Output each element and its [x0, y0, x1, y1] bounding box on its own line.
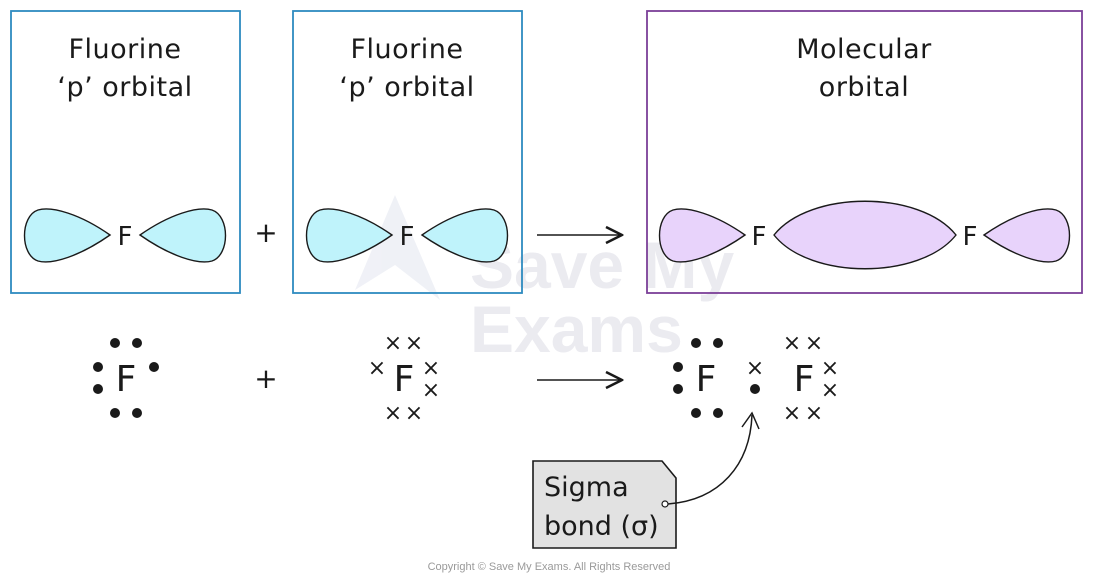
dot-cross-fluorine-dots: F: [93, 338, 159, 418]
panel-title-line2: ‘p’ orbital: [57, 72, 192, 103]
electron-dot: [132, 338, 142, 348]
panel-title-line2: orbital: [819, 72, 909, 103]
dot-cross-fluorine-crosses: F × × × × × × ×: [368, 331, 440, 426]
shared-electron-cross: ×: [746, 356, 764, 381]
atom-symbol: F: [394, 359, 415, 400]
electron-cross: ×: [384, 331, 402, 356]
dot-cross-f2-molecule: F × F × × × × × ×: [673, 331, 839, 426]
electron-cross: ×: [384, 401, 402, 426]
p-orbital-left-lobe: [23, 208, 112, 263]
molecular-orbital-left-lobe: [658, 208, 747, 263]
electron-cross: ×: [783, 401, 801, 426]
pointer-curve: [667, 414, 753, 505]
electron-cross: ×: [405, 401, 423, 426]
atom-label-right: F: [963, 222, 978, 252]
panel-border: [646, 10, 1083, 294]
electron-dot: [149, 362, 159, 372]
tag-line2: bond (σ): [544, 511, 659, 542]
panel-title-line2: ‘p’ orbital: [339, 72, 474, 103]
panel-title-line1: Molecular: [796, 34, 932, 65]
tag-shape: [532, 460, 677, 549]
plus-sign-top: +: [254, 216, 277, 249]
panel-fluorine-p-orbital-1: Fluorine ‘p’ orbital F: [10, 10, 241, 294]
p-orbital-right-lobe: [420, 208, 509, 263]
molecular-orbital-right-lobe: [982, 208, 1071, 263]
atom-label: F: [118, 222, 133, 252]
p-orbital-right-lobe: [138, 208, 227, 263]
watermark-line2: Exams: [470, 292, 683, 366]
atom-symbol-left: F: [696, 359, 717, 400]
panel-title-line1: Fluorine: [69, 34, 182, 65]
electron-cross: ×: [805, 401, 823, 426]
sigma-bond-label-tag: Sigma bond (σ): [532, 411, 760, 549]
electron-cross: ×: [783, 331, 801, 356]
electron-cross: ×: [805, 331, 823, 356]
electron-cross: ×: [821, 378, 839, 403]
electron-cross: ×: [368, 356, 386, 381]
copyright-notice: Copyright © Save My Exams. All Rights Re…: [428, 561, 671, 573]
watermark-logo-icon: [355, 195, 440, 300]
electron-cross: ×: [422, 356, 440, 381]
electron-dot: [93, 362, 103, 372]
panel-title-line1: Fluorine: [351, 34, 464, 65]
electron-dot: [713, 408, 723, 418]
electron-cross: ×: [821, 356, 839, 381]
panel-fluorine-p-orbital-2: Fluorine ‘p’ orbital F: [292, 10, 523, 294]
plus-sign-bottom: +: [254, 362, 277, 395]
electron-dot: [691, 338, 701, 348]
tag-line1: Sigma: [544, 472, 629, 503]
panel-border: [292, 10, 523, 294]
electron-cross: ×: [405, 331, 423, 356]
electron-dot: [691, 408, 701, 418]
electron-dot: [110, 338, 120, 348]
electron-dot: [713, 338, 723, 348]
electron-dot: [673, 362, 683, 372]
atom-label: F: [400, 222, 415, 252]
p-orbital-left-lobe: [305, 208, 394, 263]
panel-border: [10, 10, 241, 294]
electron-dot: [110, 408, 120, 418]
tag-hole: [661, 500, 669, 508]
atom-symbol: F: [116, 359, 137, 400]
panel-molecular-orbital: Molecular orbital F F: [646, 10, 1083, 294]
atom-symbol-right: F: [794, 359, 815, 400]
sigma-bonding-region: [773, 200, 957, 270]
electron-dot: [673, 384, 683, 394]
atom-label-left: F: [752, 222, 767, 252]
electron-dot: [93, 384, 103, 394]
pointer-arrowhead-icon: [741, 411, 760, 430]
shared-electron-dot: [750, 384, 760, 394]
electron-cross: ×: [422, 378, 440, 403]
electron-dot: [132, 408, 142, 418]
